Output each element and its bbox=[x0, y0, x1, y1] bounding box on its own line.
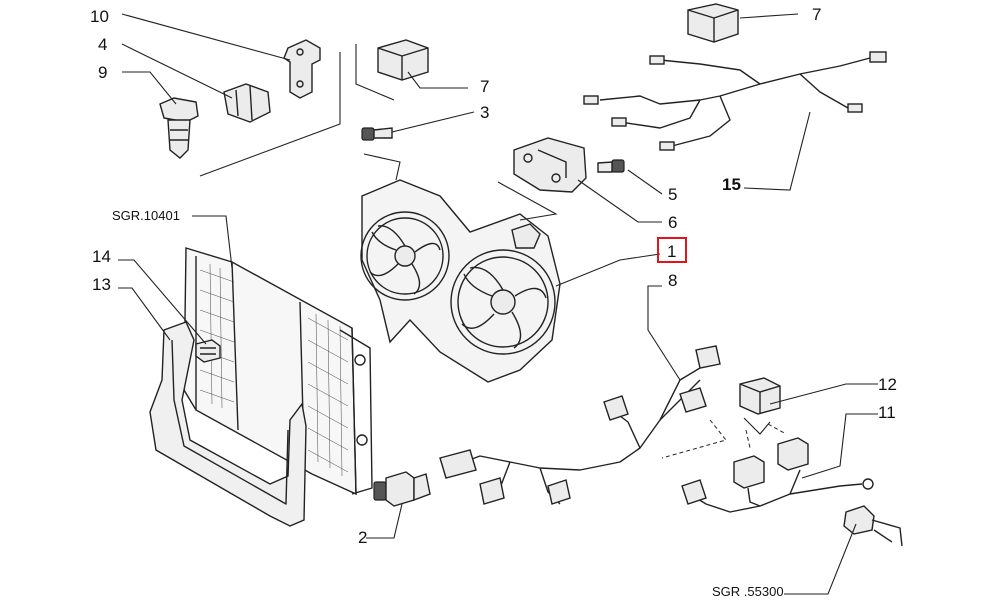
callout-10: 10 bbox=[90, 7, 109, 26]
part-7-relay-center bbox=[377, 39, 429, 81]
part-15-harness bbox=[583, 51, 887, 151]
callout-7-top: 7 bbox=[812, 5, 821, 24]
part-3-bolt bbox=[361, 127, 393, 141]
part-14-bolt bbox=[195, 339, 221, 363]
callout-14: 14 bbox=[92, 247, 111, 266]
callout-3: 3 bbox=[480, 103, 489, 122]
part-2-thermal-switch bbox=[373, 471, 431, 507]
part-12-relay bbox=[739, 377, 781, 415]
part-1-fan-assembly bbox=[360, 153, 561, 383]
part-8-fan-harness bbox=[439, 345, 727, 505]
reference-sgr-55300: SGR .55300 bbox=[712, 584, 784, 599]
callout-1-highlight bbox=[657, 237, 687, 263]
callout-1: 1 bbox=[667, 242, 676, 261]
callout-9: 9 bbox=[98, 63, 107, 82]
callout-8: 8 bbox=[668, 271, 677, 290]
callout-11: 11 bbox=[878, 403, 896, 422]
part-7-relay-top bbox=[687, 3, 739, 43]
part-9-push-clip bbox=[159, 97, 199, 159]
divider-line bbox=[199, 52, 341, 177]
callout-4: 4 bbox=[98, 35, 107, 54]
part-4-clip bbox=[223, 83, 271, 123]
callout-2: 2 bbox=[358, 528, 367, 547]
part-13-deflector bbox=[149, 321, 307, 527]
part-6-resistor bbox=[513, 137, 587, 193]
part-5-bolt bbox=[597, 159, 625, 173]
callout-13: 13 bbox=[92, 275, 111, 294]
part-11-relay-harness bbox=[681, 417, 874, 513]
reference-sgr-10401: SGR.10401 bbox=[112, 208, 180, 223]
bracket-lower-right bbox=[843, 505, 903, 547]
divider-line bbox=[355, 44, 395, 101]
callout-6: 6 bbox=[668, 213, 677, 232]
leader-lines bbox=[118, 13, 878, 595]
part-10-bracket bbox=[283, 39, 321, 99]
callout-15: 15 bbox=[722, 175, 741, 194]
callout-12: 12 bbox=[878, 375, 897, 394]
radiator bbox=[183, 247, 373, 496]
callout-5: 5 bbox=[668, 185, 677, 204]
callout-7-center: 7 bbox=[480, 77, 489, 96]
